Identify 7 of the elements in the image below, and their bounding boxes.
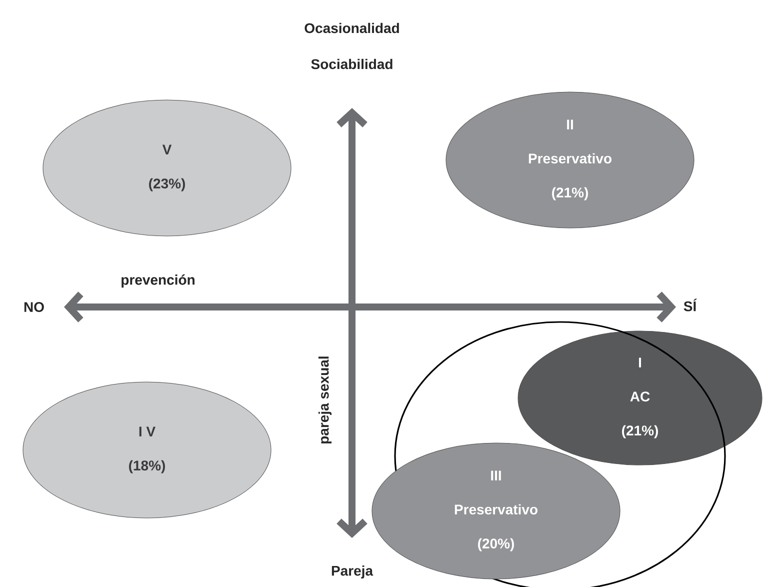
axis-label: Ocasionalidad [304, 22, 399, 34]
axis-label: NO [24, 302, 44, 312]
axis-label: SÍ [684, 298, 697, 312]
axis-label: pareja sexual [318, 356, 332, 444]
axis-label: Sociabilidad [311, 58, 392, 70]
axis-label: prevención [122, 274, 194, 288]
axis-label: Pareja [332, 565, 374, 579]
